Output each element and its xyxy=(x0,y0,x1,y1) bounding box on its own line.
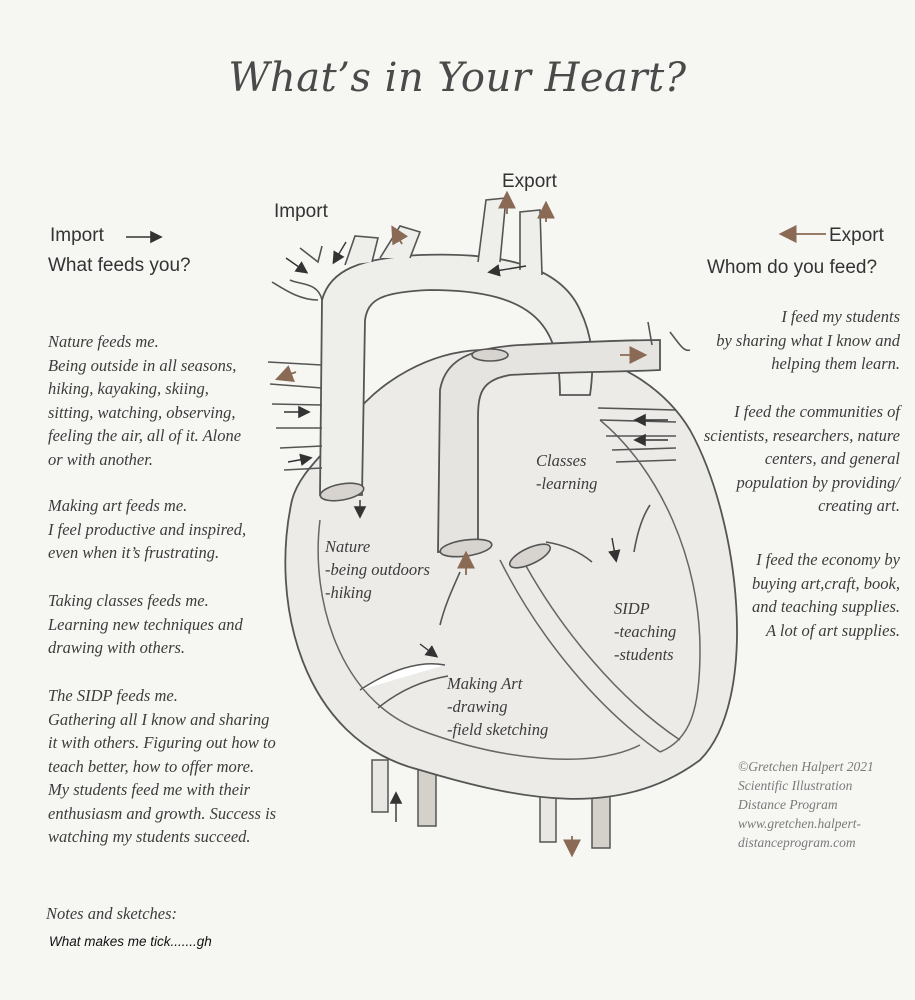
heart-label-nature: Nature-being outdoors-hiking xyxy=(325,537,430,602)
export-right-question: Whom do you feed? xyxy=(707,257,878,278)
export-top-label: Export xyxy=(502,171,557,192)
heart-label-making-art: Making Art-drawing-field sketching xyxy=(447,674,549,739)
heart-label-classes: Classes-learning xyxy=(536,451,598,493)
import-top-label: Import xyxy=(274,201,328,222)
heart-outline xyxy=(284,344,738,800)
left-paragraph-classes: Taking classes feeds me.Learning new tec… xyxy=(48,591,243,657)
notes-label: Notes and sketches: xyxy=(46,904,178,923)
left-paragraph-nature: Nature feeds me.Being outside in all sea… xyxy=(48,332,242,469)
import-left-question: What feeds you? xyxy=(48,255,191,276)
import-left-label: Import xyxy=(50,225,104,246)
export-right-label: Export xyxy=(829,225,884,246)
notes-text: What makes me tick.......gh xyxy=(49,934,212,949)
heart-label-sidp: SIDP-teaching-students xyxy=(614,599,677,664)
page-title: What’s in Your Heart? xyxy=(228,55,687,101)
left-paragraph-art: Making art feeds me.I feel productive an… xyxy=(48,496,247,562)
left-paragraph-sidp: The SIDP feeds me.Gathering all I know a… xyxy=(48,686,277,846)
